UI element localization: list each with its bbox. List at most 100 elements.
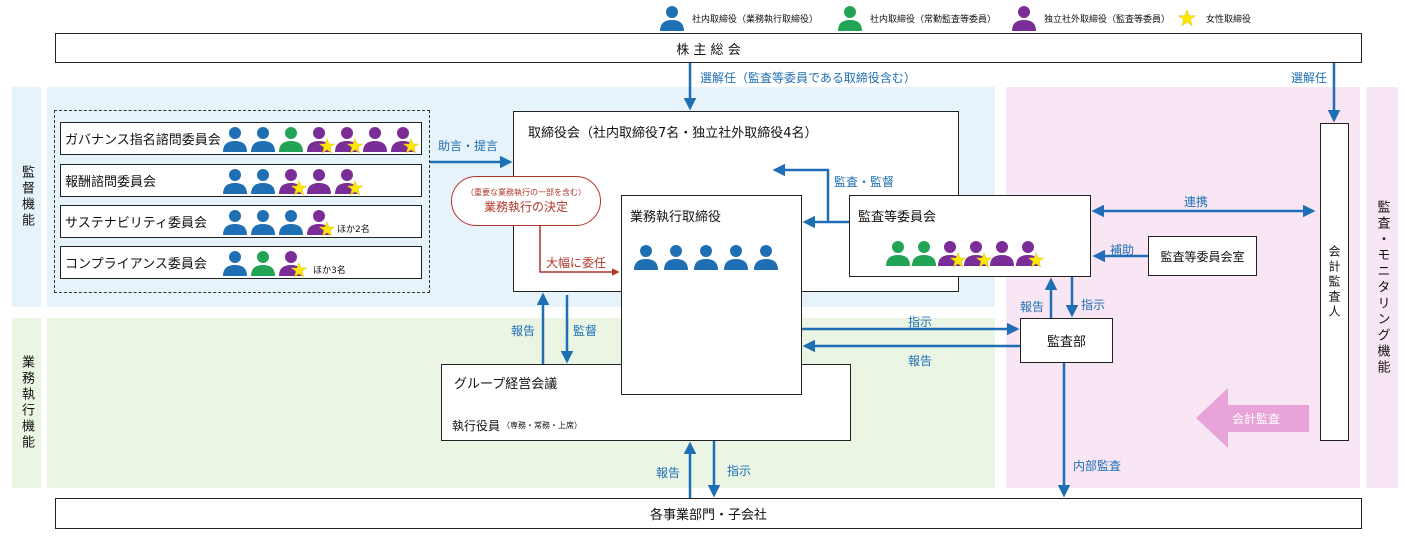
- committee-members: [223, 209, 331, 235]
- monitoring-label-band: [1366, 87, 1398, 488]
- purple-person-icon: [391, 126, 415, 152]
- legend: 社内取締役（業務執行取締役） 社内取締役（常勤監査等委員） 独立社外取締役（監査…: [660, 4, 1251, 32]
- star-icon: [403, 138, 419, 154]
- legend-label: 女性取締役: [1206, 14, 1252, 25]
- blue-person-icon: [223, 250, 247, 276]
- committee-members: [223, 126, 415, 152]
- label-elect: 選解任（監査等委員である取締役含む）: [700, 71, 916, 85]
- committee-remuneration: 報酬諮問委員会: [60, 164, 422, 197]
- legend-label: 独立社外取締役（監査等委員）: [1044, 14, 1171, 25]
- green-person-icon: [912, 240, 936, 266]
- committee-members: [223, 250, 303, 276]
- audit-committee-title: 監査等委員会: [858, 210, 937, 225]
- green-person-icon: [279, 126, 303, 152]
- purple-person-icon: [335, 126, 359, 152]
- star-icon: [319, 221, 335, 237]
- purple-person-icon: [990, 240, 1014, 266]
- label-instruct-down: 指示: [1081, 298, 1106, 312]
- green-person-icon: [886, 240, 910, 266]
- label-instruct-bottom: 指示: [727, 464, 752, 478]
- blue-person-icon: [664, 244, 688, 270]
- purple-person-icon: [335, 168, 359, 194]
- label-advice: 助言・提言: [438, 139, 499, 153]
- purple-person-icon: [964, 240, 988, 266]
- blue-person-icon: [251, 168, 275, 194]
- audit-department-box: 監査部: [1020, 318, 1113, 363]
- committees-container: [54, 110, 430, 293]
- purple-person-icon: [363, 126, 387, 152]
- audit-committee-office-box: 監査等委員会室: [1148, 236, 1257, 276]
- label-report-up: 報告: [1020, 300, 1045, 314]
- label-delegate: 大幅に委任: [546, 256, 607, 270]
- label-internal-audit: 内部監査: [1073, 459, 1122, 473]
- purple-person-icon: [279, 250, 303, 276]
- committee-note: ほか3名: [313, 266, 346, 276]
- group-meeting-title: グループ経営会議: [454, 377, 558, 392]
- audit-committee-box: 監査等委員会: [849, 195, 1091, 277]
- label-report-board: 報告: [511, 324, 536, 338]
- execution-label: 業務執行機能: [19, 355, 34, 451]
- blue-person-icon: [660, 5, 684, 31]
- label-report-bottom: 報告: [656, 466, 681, 480]
- executive-directors-title: 業務執行取締役: [630, 210, 722, 225]
- officers-label: 執行役員: [452, 419, 501, 433]
- committee-compliance: コンプライアンス委員会 ほか3名: [60, 246, 422, 279]
- purple-person-icon: [307, 209, 331, 235]
- monitoring-label: 監査・モニタリング機能: [1374, 199, 1390, 376]
- label-supervise: 監督: [573, 324, 598, 338]
- blue-person-icon: [754, 244, 778, 270]
- supervision-label-band: [12, 87, 41, 307]
- star-icon: [347, 180, 363, 196]
- blue-person-icon: [724, 244, 748, 270]
- green-person-icon: [251, 250, 275, 276]
- star-icon: [291, 262, 307, 278]
- committee-name: サステナビリティ委員会: [65, 216, 207, 231]
- execution-label-band: [12, 318, 41, 488]
- purple-person-icon: [938, 240, 962, 266]
- officers-note: （専務・常務・上席）: [502, 421, 583, 430]
- star-icon: [1028, 252, 1044, 268]
- supervision-label: 監督機能: [19, 165, 34, 229]
- green-person-icon: [838, 5, 862, 31]
- label-report-auditdept: 報告: [908, 354, 933, 368]
- purple-person-icon: [1012, 5, 1036, 31]
- star-icon: [347, 138, 363, 154]
- blue-person-icon: [223, 209, 247, 235]
- blue-person-icon: [694, 244, 718, 270]
- blue-person-icon: [223, 168, 247, 194]
- label-assist: 補助: [1110, 243, 1135, 257]
- star-icon: [291, 180, 307, 196]
- committee-name: 報酬諮問委員会: [65, 175, 157, 190]
- legend-label: 社内取締役（常勤監査等委員）: [870, 14, 997, 25]
- purple-person-icon: [307, 168, 331, 194]
- audit-committee-members: [886, 240, 1040, 266]
- label-elect-auditor: 選解任: [1291, 71, 1328, 85]
- committee-governance: ガバナンス指名諮問委員会: [60, 122, 422, 155]
- decision-oval: （重要な業務執行の一部を含む） 業務執行の決定: [451, 176, 601, 226]
- audit-region: [1006, 87, 1360, 488]
- committee-name: ガバナンス指名諮問委員会: [65, 133, 221, 148]
- blue-person-icon: [251, 209, 275, 235]
- label-audit-supervise: 監査・監督: [834, 175, 895, 189]
- committee-note: ほか2名: [337, 225, 370, 235]
- label-cooperate: 連携: [1184, 195, 1209, 209]
- committee-members: [223, 168, 359, 194]
- label-accounting-audit: 会計監査: [1232, 412, 1281, 426]
- committee-sustainability: サステナビリティ委員会 ほか2名: [60, 205, 422, 238]
- blue-person-icon: [279, 209, 303, 235]
- executive-directors-box: 業務執行取締役: [621, 195, 802, 395]
- label-instruct-auditdept: 指示: [908, 315, 933, 329]
- purple-person-icon: [279, 168, 303, 194]
- star-icon: [1178, 9, 1196, 27]
- board-title: 取締役会（社内取締役7名・独立社外取締役4名）: [528, 126, 818, 141]
- purple-person-icon: [307, 126, 331, 152]
- blue-person-icon: [634, 244, 658, 270]
- accounting-auditor-box: 会計監査人: [1320, 123, 1349, 441]
- committee-name: コンプライアンス委員会: [65, 257, 207, 272]
- shareholders-meeting-box: 株 主 総 会: [55, 33, 1362, 63]
- legend-label: 社内取締役（業務執行取締役）: [692, 14, 819, 25]
- purple-person-icon: [1016, 240, 1040, 266]
- blue-person-icon: [223, 126, 247, 152]
- star-icon: [319, 138, 335, 154]
- business-units-box: 各事業部門・子会社: [55, 498, 1362, 529]
